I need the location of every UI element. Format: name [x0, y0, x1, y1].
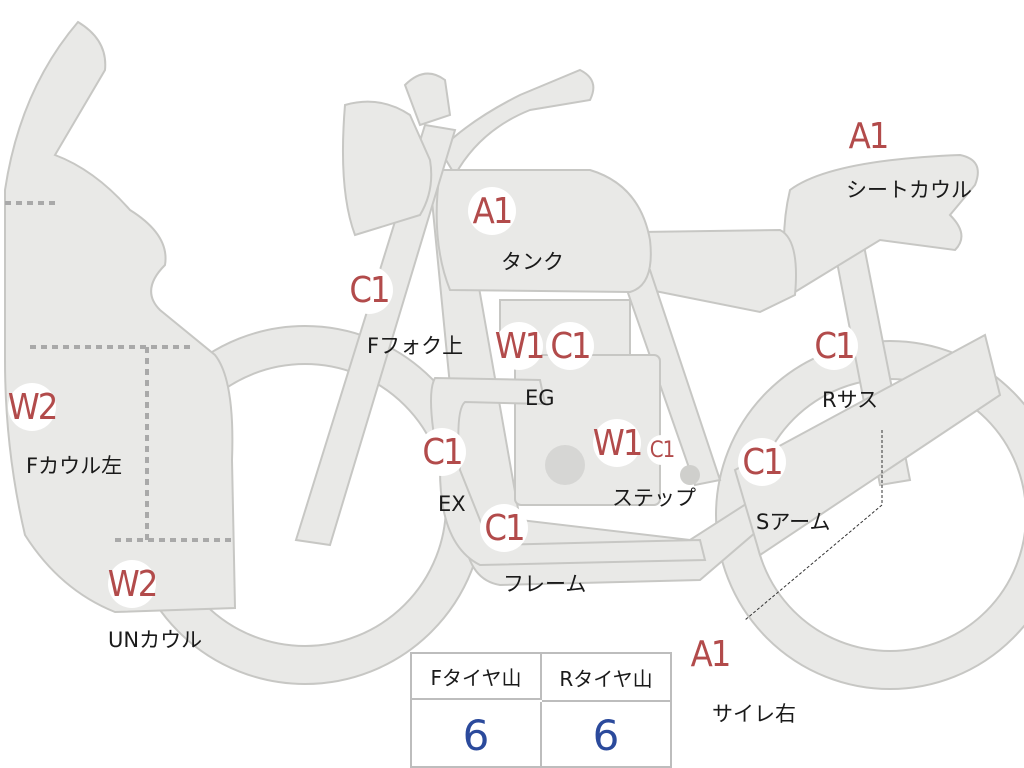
exhaust-label: EX: [438, 492, 466, 516]
front-cowl-shape: [4, 20, 237, 614]
silencer-pointer: [744, 430, 883, 621]
silencer-right-grade: A1: [686, 630, 734, 678]
frame-label: フレーム: [503, 572, 587, 596]
step-label: ステップ: [612, 486, 696, 510]
engine-shape: [499, 299, 700, 506]
swing-arm-grade: C1: [738, 438, 786, 486]
tire-tread-table: Fタイヤ山 Rタイヤ山 6 6: [410, 652, 672, 768]
rear-tire-tread-value: 6: [592, 710, 620, 760]
front-fork-upper-label: Fフォク上: [367, 334, 464, 358]
under-cowl-label: UNカウル: [108, 628, 203, 652]
seat-cowl-label: シートカウル: [846, 178, 972, 202]
step-grade-2: C1: [647, 435, 677, 465]
silencer-right-label: サイレ右: [712, 702, 796, 726]
tank-label: タンク: [501, 250, 564, 274]
exhaust-shape: [430, 376, 707, 567]
front-fork-upper-grade: C1: [345, 266, 393, 314]
tank-grade: A1: [468, 187, 516, 235]
swing-arm-shape: [733, 333, 1002, 557]
seat-shape: [638, 228, 797, 314]
rear-suspension-grade: C1: [810, 322, 858, 370]
seat-cowl-grade: A1: [844, 112, 892, 160]
frame-grade: C1: [480, 504, 528, 552]
exhaust-grade: C1: [418, 428, 466, 476]
front-cowl-left-grade: W2: [8, 383, 58, 431]
step-grade-1: W1: [593, 419, 643, 467]
engine-label: EG: [525, 386, 555, 410]
mirror-shape: [403, 72, 452, 127]
frame-handle: [438, 68, 595, 177]
front-tire-tread-value: 6: [412, 702, 542, 768]
front-fork-shape: [294, 123, 457, 547]
engine-grade-2: C1: [546, 322, 594, 370]
headlight-shape: [342, 100, 433, 237]
front-tire-tread-header: Fタイヤ山: [412, 654, 542, 700]
swing-arm-label: Sアーム: [756, 510, 831, 534]
rear-tire-tread-header: Rタイヤ山: [542, 654, 670, 702]
under-cowl-grade: W2: [108, 560, 158, 608]
engine-grade-1: W1: [495, 322, 545, 370]
rear-suspension-label: Rサス: [822, 388, 879, 412]
front-cowl-left-label: Fカウル左: [26, 454, 123, 478]
